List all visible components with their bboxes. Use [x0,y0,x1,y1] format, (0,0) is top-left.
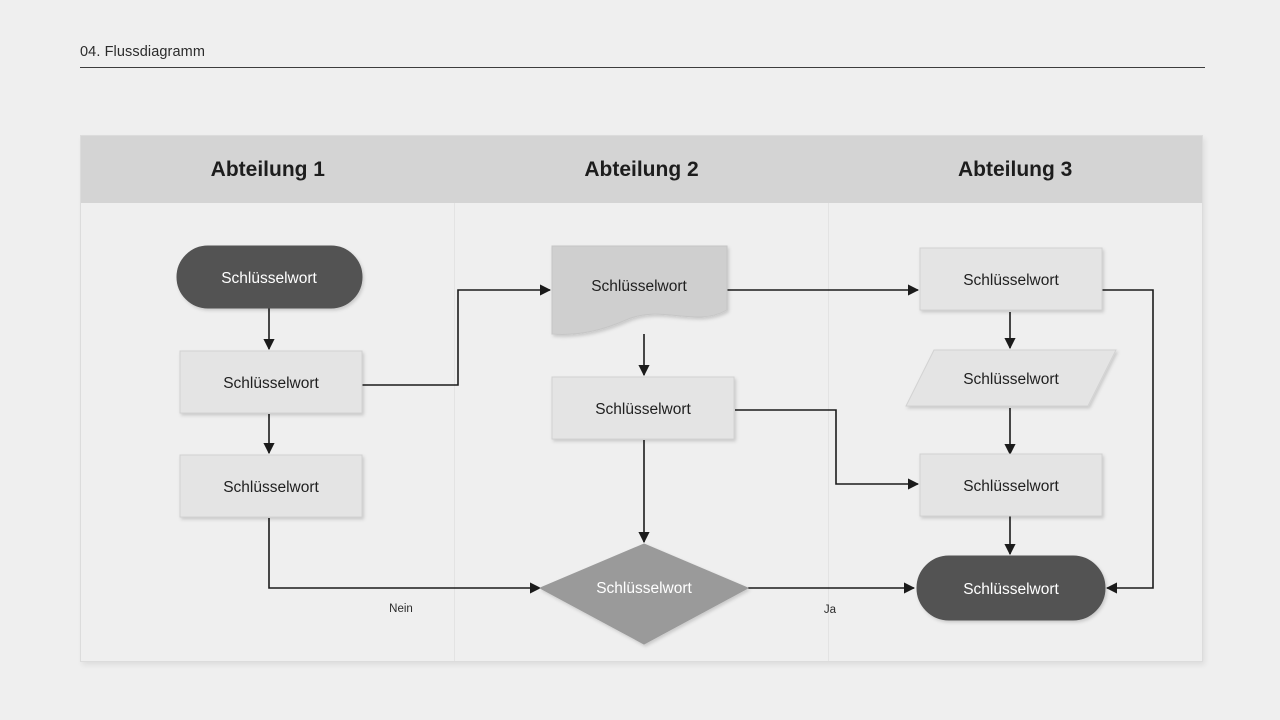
lane-body-1 [81,203,454,661]
lane-header-1: Abteilung 1 [81,136,455,203]
header-rule [80,67,1205,69]
swimlane-diagram: Abteilung 1 Abteilung 2 Abteilung 3 [80,135,1203,662]
page-title: 04. Flussdiagramm [80,44,205,60]
slide-header: 04. Flussdiagramm [80,44,1205,69]
lane-body-3 [828,203,1202,661]
lane-header-row: Abteilung 1 Abteilung 2 Abteilung 3 [81,136,1202,203]
lane-header-2: Abteilung 2 [455,136,829,203]
lane-header-3: Abteilung 3 [828,136,1202,203]
lane-body-row [81,203,1202,661]
lane-title-1: Abteilung 1 [210,157,325,181]
lane-title-3: Abteilung 3 [958,157,1073,181]
lane-title-2: Abteilung 2 [584,157,699,181]
lane-body-2 [454,203,828,661]
